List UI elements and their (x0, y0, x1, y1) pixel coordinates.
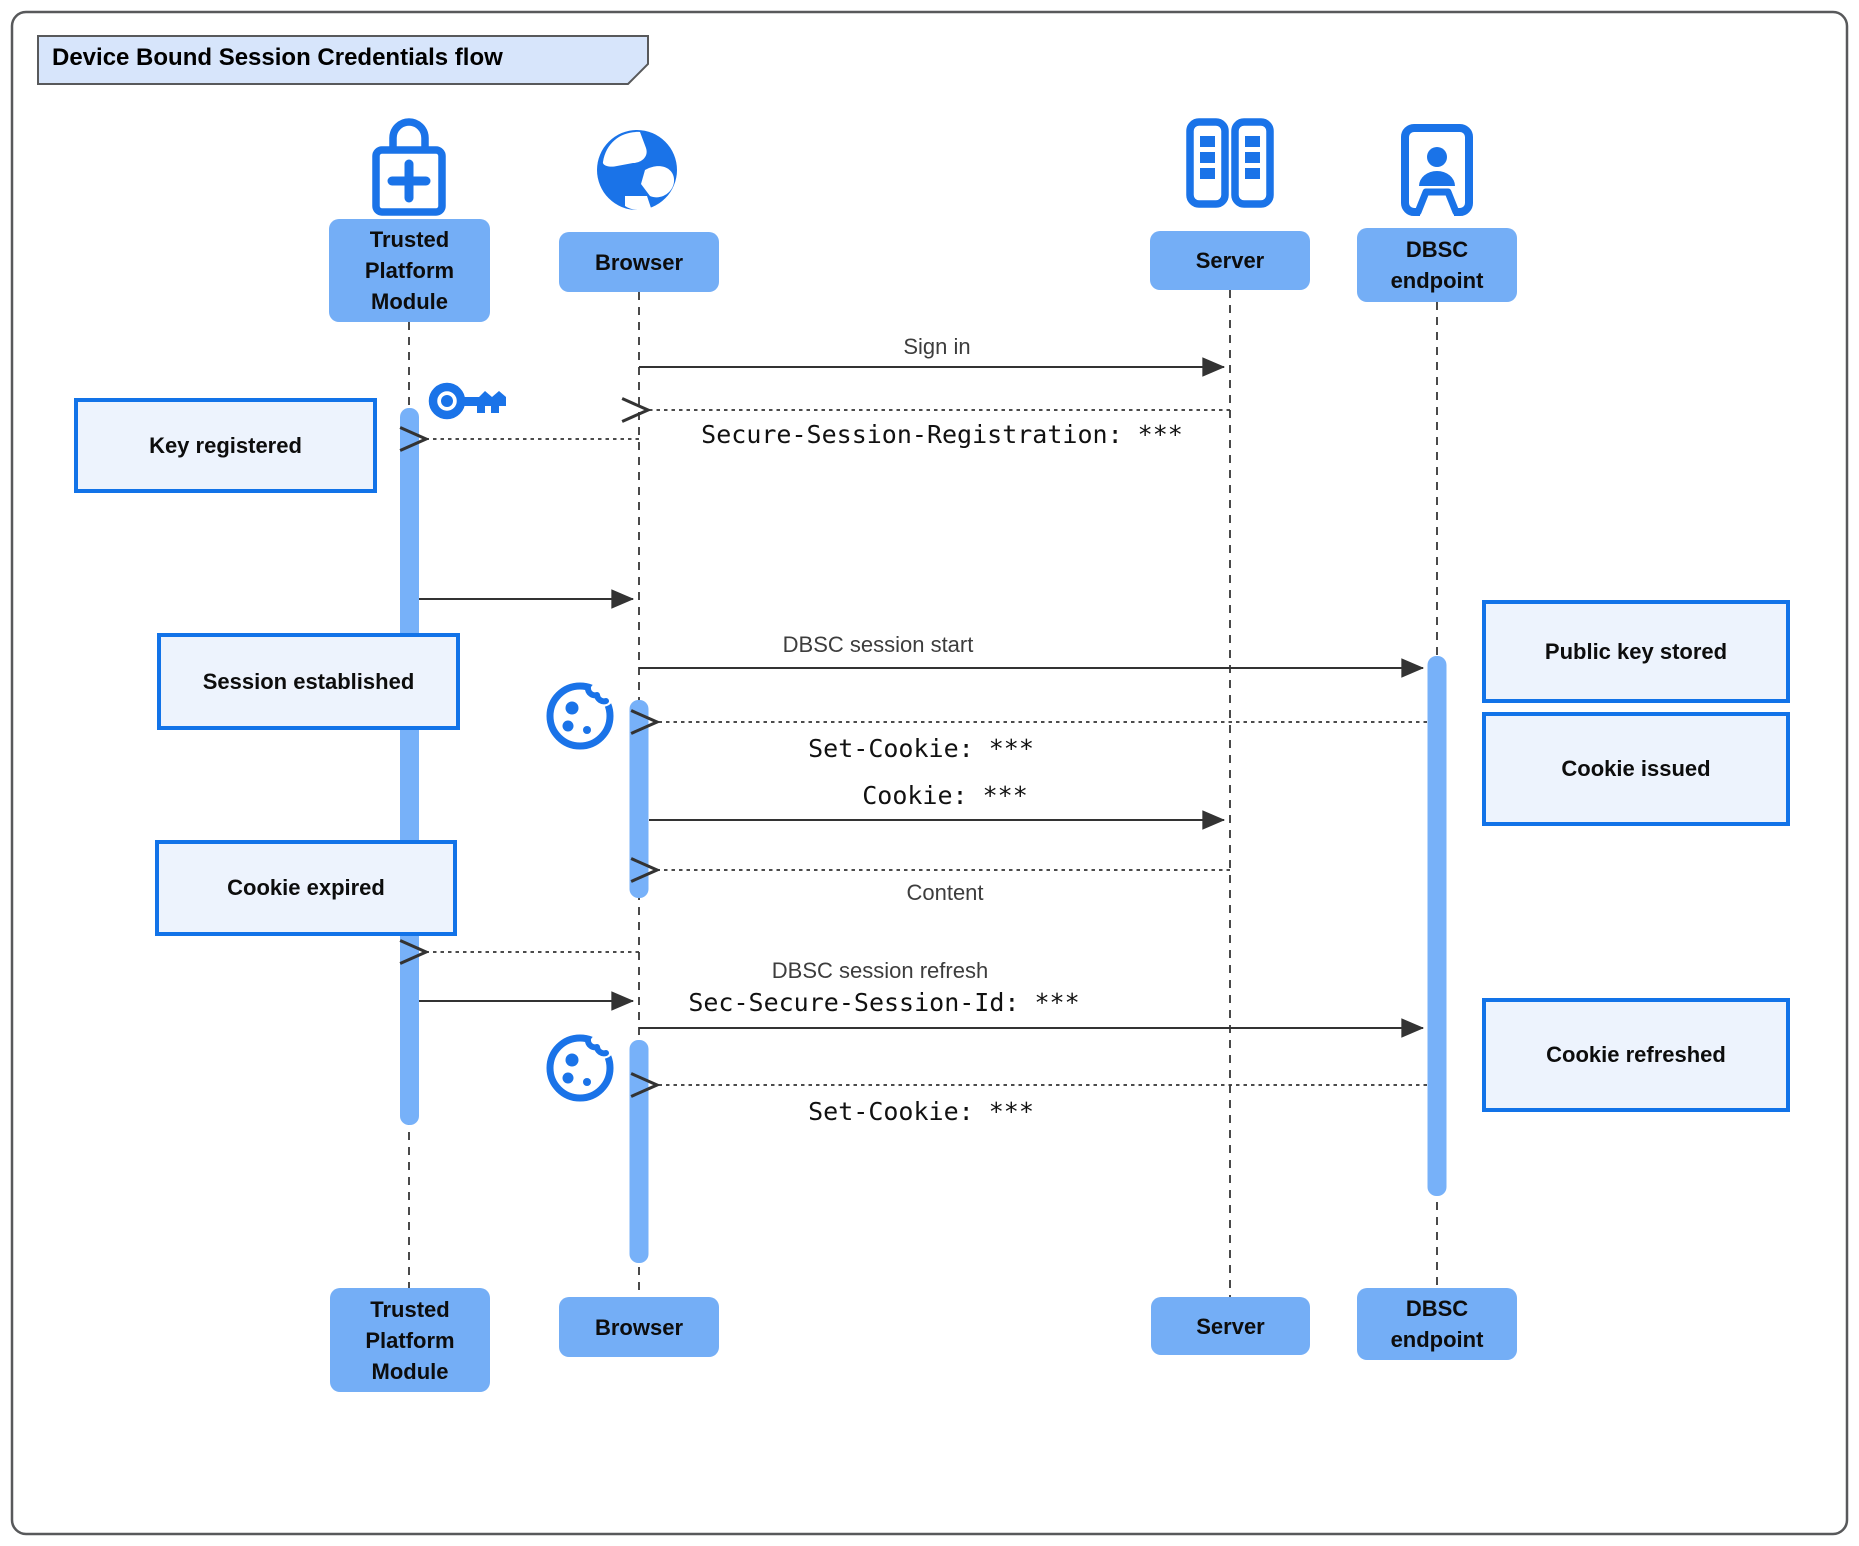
participant-tpm-bottom: Trusted Platform Module (330, 1288, 490, 1392)
note-cookie-expired: Cookie expired (155, 840, 457, 936)
server-racks-icon (1186, 118, 1274, 208)
diagram-title: Device Bound Session Credentials flow (52, 44, 503, 71)
lock-icon (372, 118, 446, 216)
message-dbsc-session-refresh: DBSC session refresh (771, 958, 989, 983)
message-dbsc-session-start: DBSC session start (782, 632, 974, 657)
message-secure-session-registration: Secure-Session-Registration: *** (701, 420, 1183, 449)
note-cookie-issued: Cookie issued (1482, 712, 1790, 826)
activation-browser-2 (629, 1040, 649, 1263)
message-set-cookie-2: Set-Cookie: *** (808, 1097, 1034, 1126)
participant-dbsc-bottom: DBSC endpoint (1357, 1288, 1517, 1360)
activation-browser-1 (629, 700, 649, 898)
cookie-icon (546, 681, 615, 750)
note-key-registered: Key registered (74, 398, 377, 493)
participant-browser-bottom: Browser (559, 1297, 719, 1357)
message-sign-in: Sign in (903, 334, 971, 359)
globe-icon (597, 130, 677, 211)
message-content: Content (906, 880, 984, 905)
message-set-cookie-1: Set-Cookie: *** (808, 734, 1034, 763)
cookie-icon (546, 1033, 615, 1102)
message-cookie: Cookie: *** (862, 781, 1028, 810)
participant-server-bottom: Server (1151, 1297, 1310, 1355)
participant-tpm-top: Trusted Platform Module (329, 219, 490, 322)
note-public-key-stored: Public key stored (1482, 600, 1790, 703)
key-icon (428, 382, 506, 420)
diagram-frame (10, 10, 1849, 1536)
participant-dbsc-top: DBSC endpoint (1357, 228, 1517, 302)
person-frame-icon (1401, 124, 1473, 216)
note-cookie-refreshed: Cookie refreshed (1482, 998, 1790, 1112)
participant-browser-top: Browser (559, 232, 719, 292)
activation-tpm (400, 408, 419, 1125)
title-tab (37, 35, 649, 85)
participant-server-top: Server (1150, 231, 1310, 290)
note-session-established: Session established (157, 633, 460, 730)
message-sec-secure-session-id: Sec-Secure-Session-Id: *** (688, 988, 1080, 1017)
activation-dbsc (1427, 656, 1447, 1196)
